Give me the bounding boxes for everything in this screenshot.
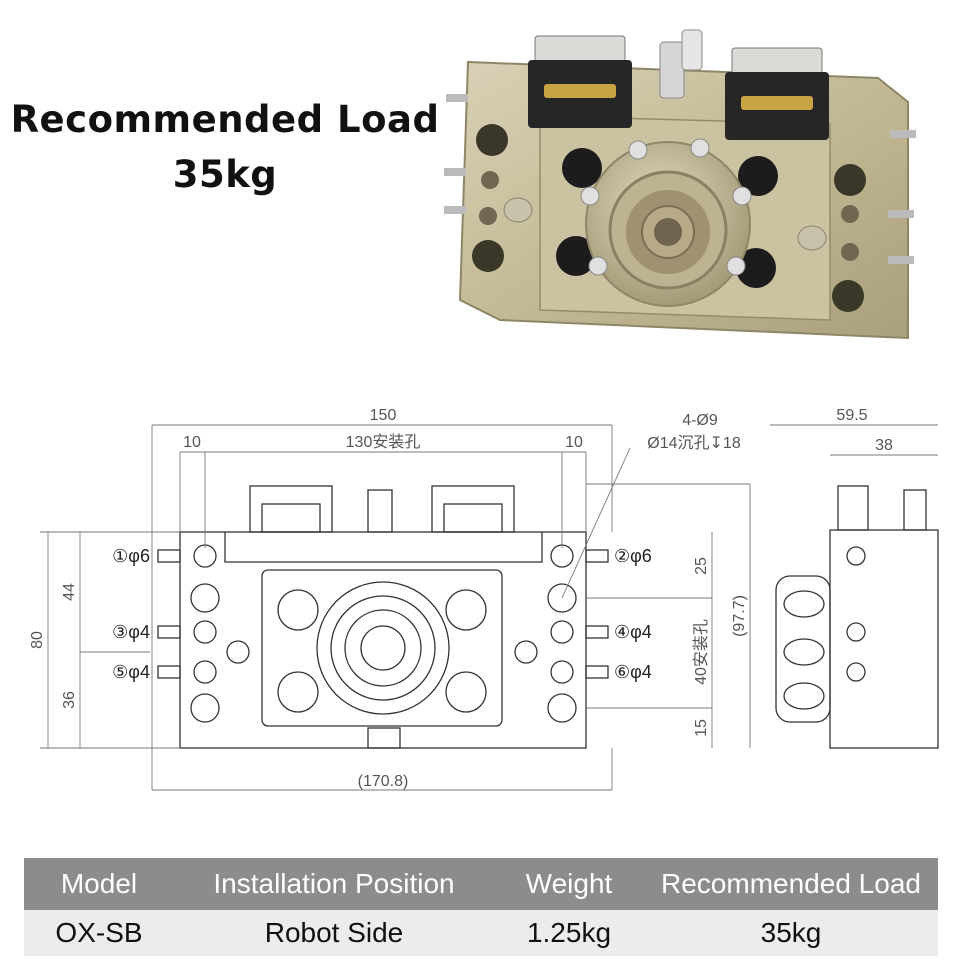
front-view-body xyxy=(179,531,587,749)
dim-bottom-width: (170.8) xyxy=(358,773,409,790)
side-view-body xyxy=(829,529,939,749)
technical-drawing: 150 130安装孔 10 10 4-Ø9 Ø14沉孔↧18 59.5 38 (… xyxy=(29,407,939,791)
headline-value: 35kg xyxy=(172,153,278,196)
dim-left-height: 80 xyxy=(29,631,46,649)
dim-hole-span: 130安装孔 xyxy=(346,433,421,451)
spec-table: Model Installation Position Weight Recom… xyxy=(24,858,938,956)
spec-table-row: OX-SB Robot Side 1.25kg 35kg xyxy=(24,910,938,956)
port-label-1: ①φ6 xyxy=(112,546,150,566)
spec-cell-model: OX-SB xyxy=(24,910,174,956)
dim-side-inner: 38 xyxy=(875,437,893,454)
port-label-5: ⑤φ4 xyxy=(112,662,150,682)
port-label-4: ④φ4 xyxy=(614,622,652,642)
dim-hole-spec-2: Ø14沉孔↧18 xyxy=(647,434,741,452)
port-label-6: ⑥φ4 xyxy=(614,662,652,682)
dim-hole-spec-1: 4-Ø9 xyxy=(682,412,718,429)
dim-right-span: 40安装孔 xyxy=(692,619,710,685)
center-coupling xyxy=(580,138,752,307)
dim-right-top: 25 xyxy=(693,557,710,575)
dim-total-width: 150 xyxy=(370,407,397,424)
product-photo xyxy=(444,29,916,340)
dim-left-upper: 44 xyxy=(61,583,78,601)
headline-title: Recommended Load xyxy=(10,98,440,141)
spec-cell-installation-position: Robot Side xyxy=(174,910,494,956)
spec-cell-weight: 1.25kg xyxy=(494,910,644,956)
spec-header-model: Model xyxy=(24,858,174,910)
port-label-3: ③φ4 xyxy=(112,622,150,642)
port-label-2: ②φ6 xyxy=(614,546,652,566)
dim-right-total: (97.7) xyxy=(731,595,748,637)
connector-left xyxy=(528,35,632,128)
dim-left-margin: 10 xyxy=(183,434,201,451)
dim-left-lower: 36 xyxy=(61,691,78,709)
spec-cell-recommended-load: 35kg xyxy=(644,910,938,956)
dim-right-bottom: 15 xyxy=(693,719,710,737)
spec-header-weight: Weight xyxy=(494,858,644,910)
dim-right-margin: 10 xyxy=(565,434,583,451)
spec-header-installation-position: Installation Position xyxy=(174,858,494,910)
spec-table-header-row: Model Installation Position Weight Recom… xyxy=(24,858,938,910)
headline: Recommended Load 35kg xyxy=(0,92,450,202)
connector-right xyxy=(725,47,829,140)
spec-header-recommended-load: Recommended Load xyxy=(644,858,938,910)
dim-side-depth: 59.5 xyxy=(836,407,867,424)
